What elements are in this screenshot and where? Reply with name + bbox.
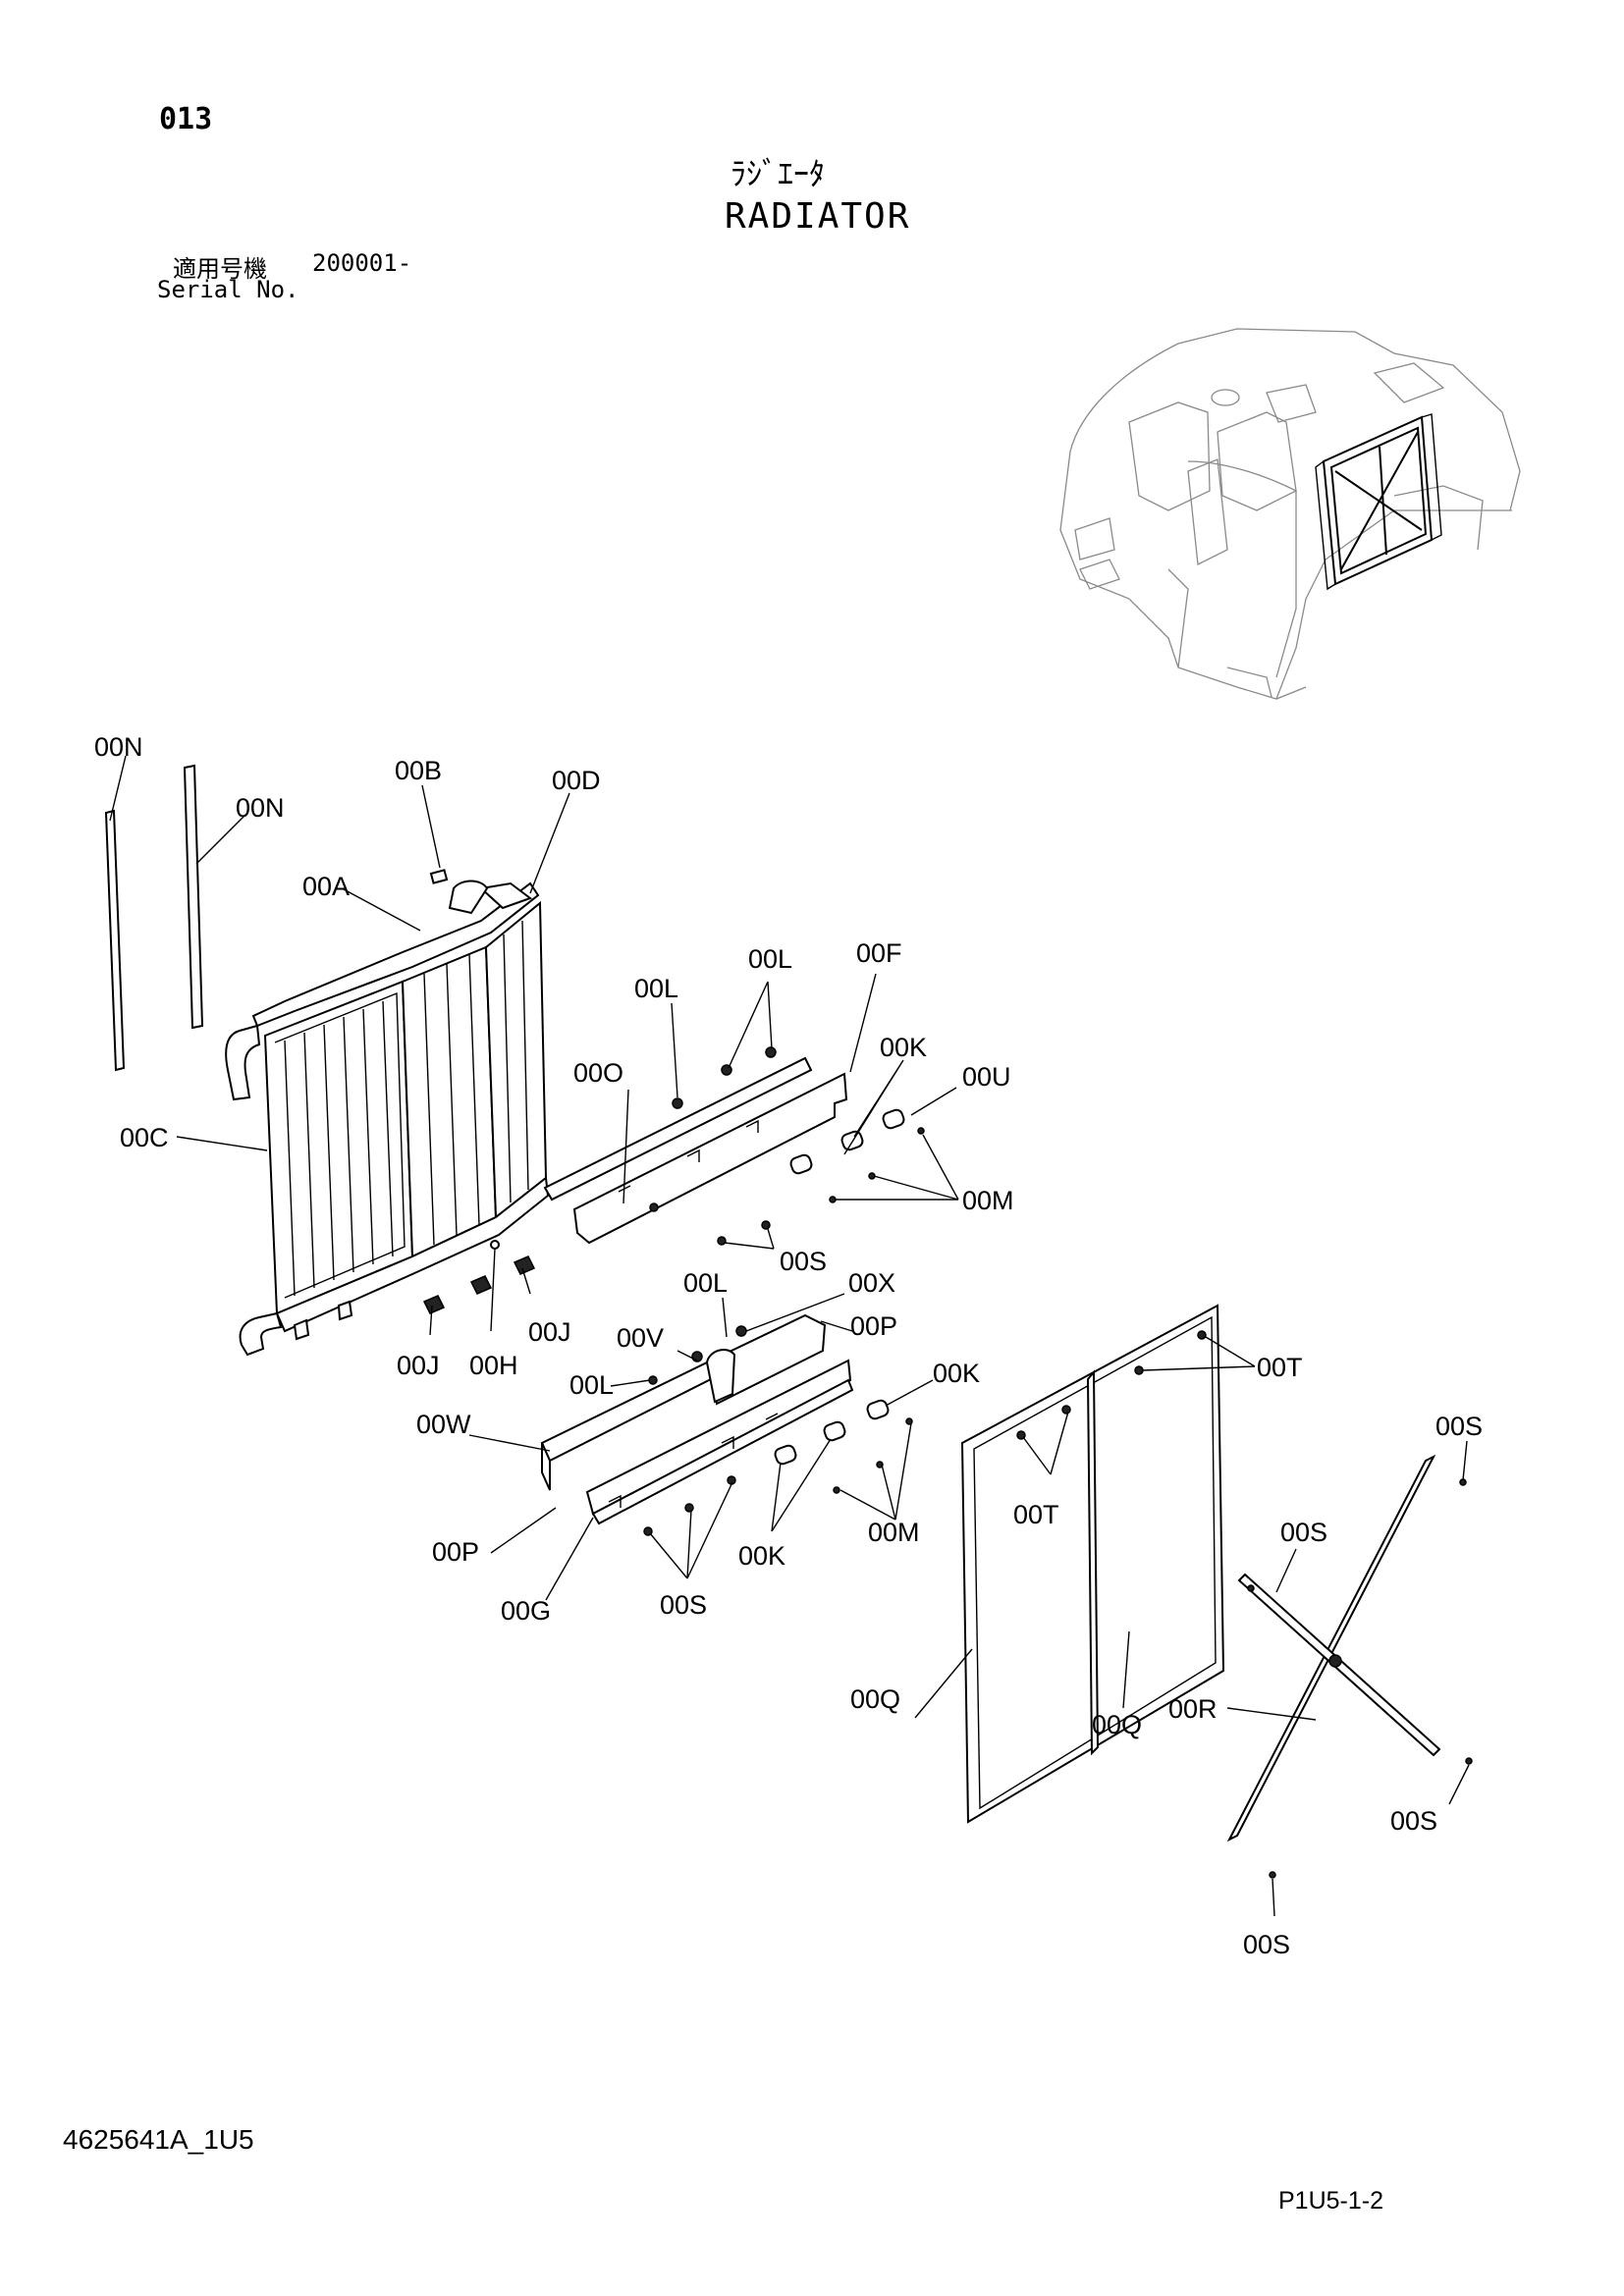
callout-00A: 00A [302,872,350,901]
callout-00W: 00W [416,1410,471,1439]
callout-00V: 00V [617,1323,664,1353]
serial-label-english: Serial No. [157,276,299,303]
callout-00L-middle: 00L [683,1268,728,1298]
callout-00D: 00D [552,766,601,795]
callout-00R: 00R [1168,1694,1218,1724]
callout-00J-right: 00J [528,1317,571,1347]
callout-00S-right: 00S [1390,1806,1437,1836]
upper-bracket-set [543,1046,925,1246]
callout-00K-lower: 00K [738,1541,785,1571]
callout-00K-upper: 00K [880,1033,927,1062]
title-japanese: ﾗｼﾞｴｰﾀ [731,155,826,192]
serial-range: 200001- [312,249,412,277]
callout-00S-top: 00S [1435,1412,1483,1441]
callout-00N-right: 00N [236,793,285,823]
callout-00N-left: 00N [94,732,143,762]
callout-00L-upper-right: 00L [748,944,792,974]
callout-00G: 00G [501,1596,551,1626]
lower-bracket-set [540,1313,913,1536]
document-id: 4625641A_1U5 [63,2124,254,2155]
callout-00M-lower: 00M [868,1518,920,1547]
callout-00T-right: 00T [1257,1353,1303,1382]
callout-00C: 00C [120,1123,169,1152]
callout-00M-upper: 00M [962,1186,1014,1215]
callout-00O: 00O [573,1058,623,1088]
leader-lines [109,755,1470,1917]
callout-00S-left: 00S [1280,1518,1327,1547]
callout-00F: 00F [856,938,902,968]
callout-00U: 00U [962,1062,1011,1092]
callout-00K-right: 00K [933,1359,980,1388]
callout-00S-lower: 00S [660,1590,707,1620]
callout-00Q-left: 00Q [850,1684,900,1714]
page-number: 013 [159,102,213,136]
callout-00X: 00X [848,1268,895,1298]
cross-brace [1226,1454,1473,1879]
page-reference: P1U5-1-2 [1278,2187,1383,2215]
screen-frame [960,1304,1225,1824]
callout-00L-lower: 00L [569,1370,614,1400]
callout-00L-upper-left: 00L [634,974,678,1003]
callout-00Q-right: 00Q [1092,1710,1142,1739]
machine-overview-illustration [1059,328,1521,700]
callout-labels: 00N 00N 00B 00D 00A 00C 00J 00H 00J 00L … [94,732,1483,1959]
seal-strips [104,764,204,1072]
serial-label-japanese: 適用号機 [173,255,267,283]
callout-00S-bottom: 00S [1243,1930,1290,1959]
callout-00P-upper: 00P [850,1311,897,1341]
callout-00T-left: 00T [1013,1500,1059,1529]
callout-00H: 00H [469,1351,518,1380]
callout-00B: 00B [395,756,442,785]
callout-00J-left: 00J [397,1351,440,1380]
callout-00S-upper: 00S [780,1247,827,1276]
callout-00P-lower: 00P [432,1537,479,1567]
radiator-core-assembly [225,869,550,1357]
title-english: RADIATOR [725,196,911,237]
